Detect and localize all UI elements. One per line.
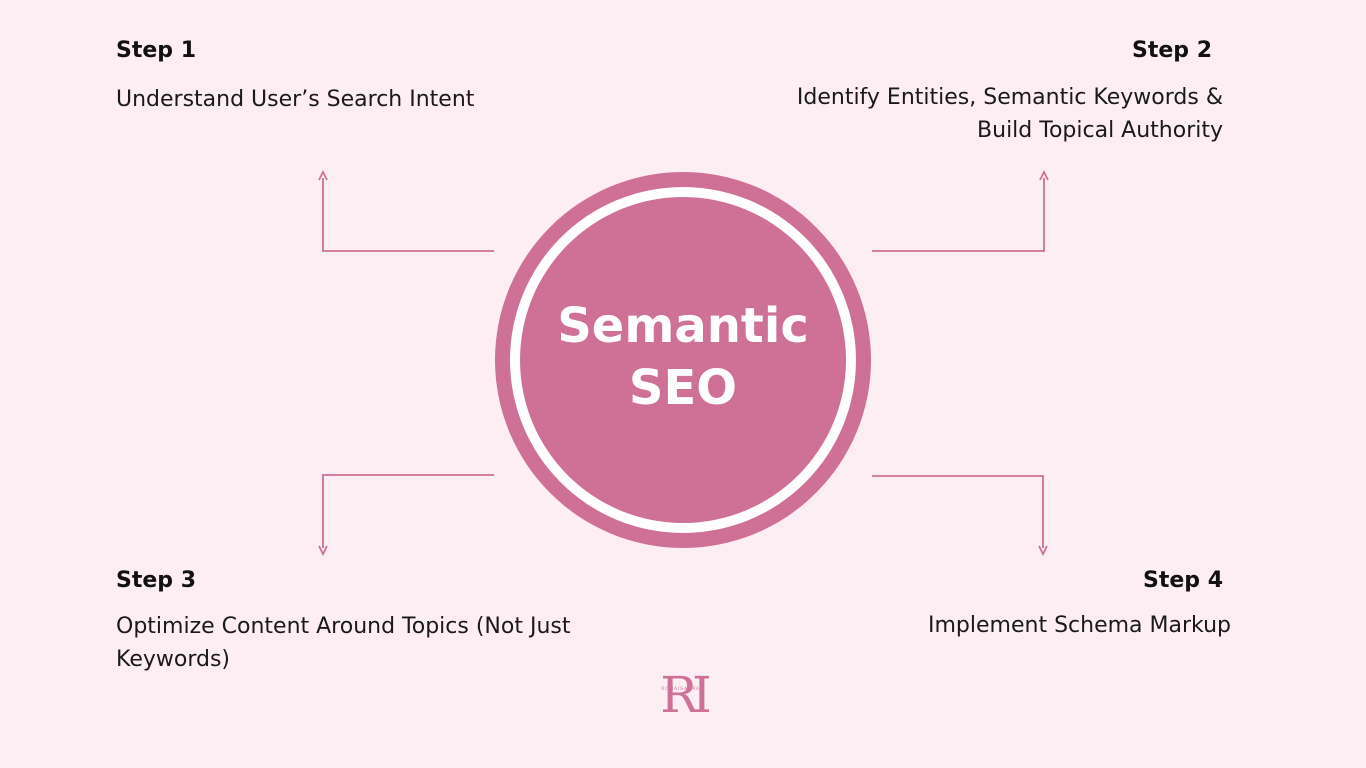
center-title: Semantic SEO (520, 295, 846, 419)
step-3-title: Step 3 (116, 568, 196, 593)
step-3-description: Optimize Content Around Topics (Not Just… (116, 614, 571, 672)
connectors (318, 169, 1049, 557)
step-4-description: Implement Schema Markup (928, 613, 1231, 638)
connector-step-3 (322, 474, 494, 548)
connector-step-4 (872, 475, 1044, 548)
step-4-title: Step 4 (1143, 568, 1223, 593)
arrowhead-step-2 (1039, 169, 1049, 181)
logo-monogram: RI (660, 666, 709, 724)
arrowhead-step-1 (318, 169, 328, 181)
arrowhead-step-3 (318, 545, 328, 557)
connector-step-1 (322, 178, 494, 252)
center-title-line-1: Semantic (557, 298, 809, 354)
center-circle-inner (520, 197, 846, 523)
monogram-logo: RI ROMAISA IRAM (660, 666, 715, 724)
arrowhead-step-4 (1038, 545, 1048, 557)
step-1-title: Step 1 (116, 38, 196, 63)
center-title-line-2: SEO (628, 360, 738, 416)
step-2-title: Step 2 (1132, 38, 1212, 63)
step-2-description: Identify Entities, Semantic Keywords & B… (796, 85, 1223, 143)
connector-step-2 (872, 178, 1045, 252)
step-1-description: Understand User’s Search Intent (116, 87, 475, 112)
logo-name: ROMAISA IRAM (661, 686, 704, 691)
